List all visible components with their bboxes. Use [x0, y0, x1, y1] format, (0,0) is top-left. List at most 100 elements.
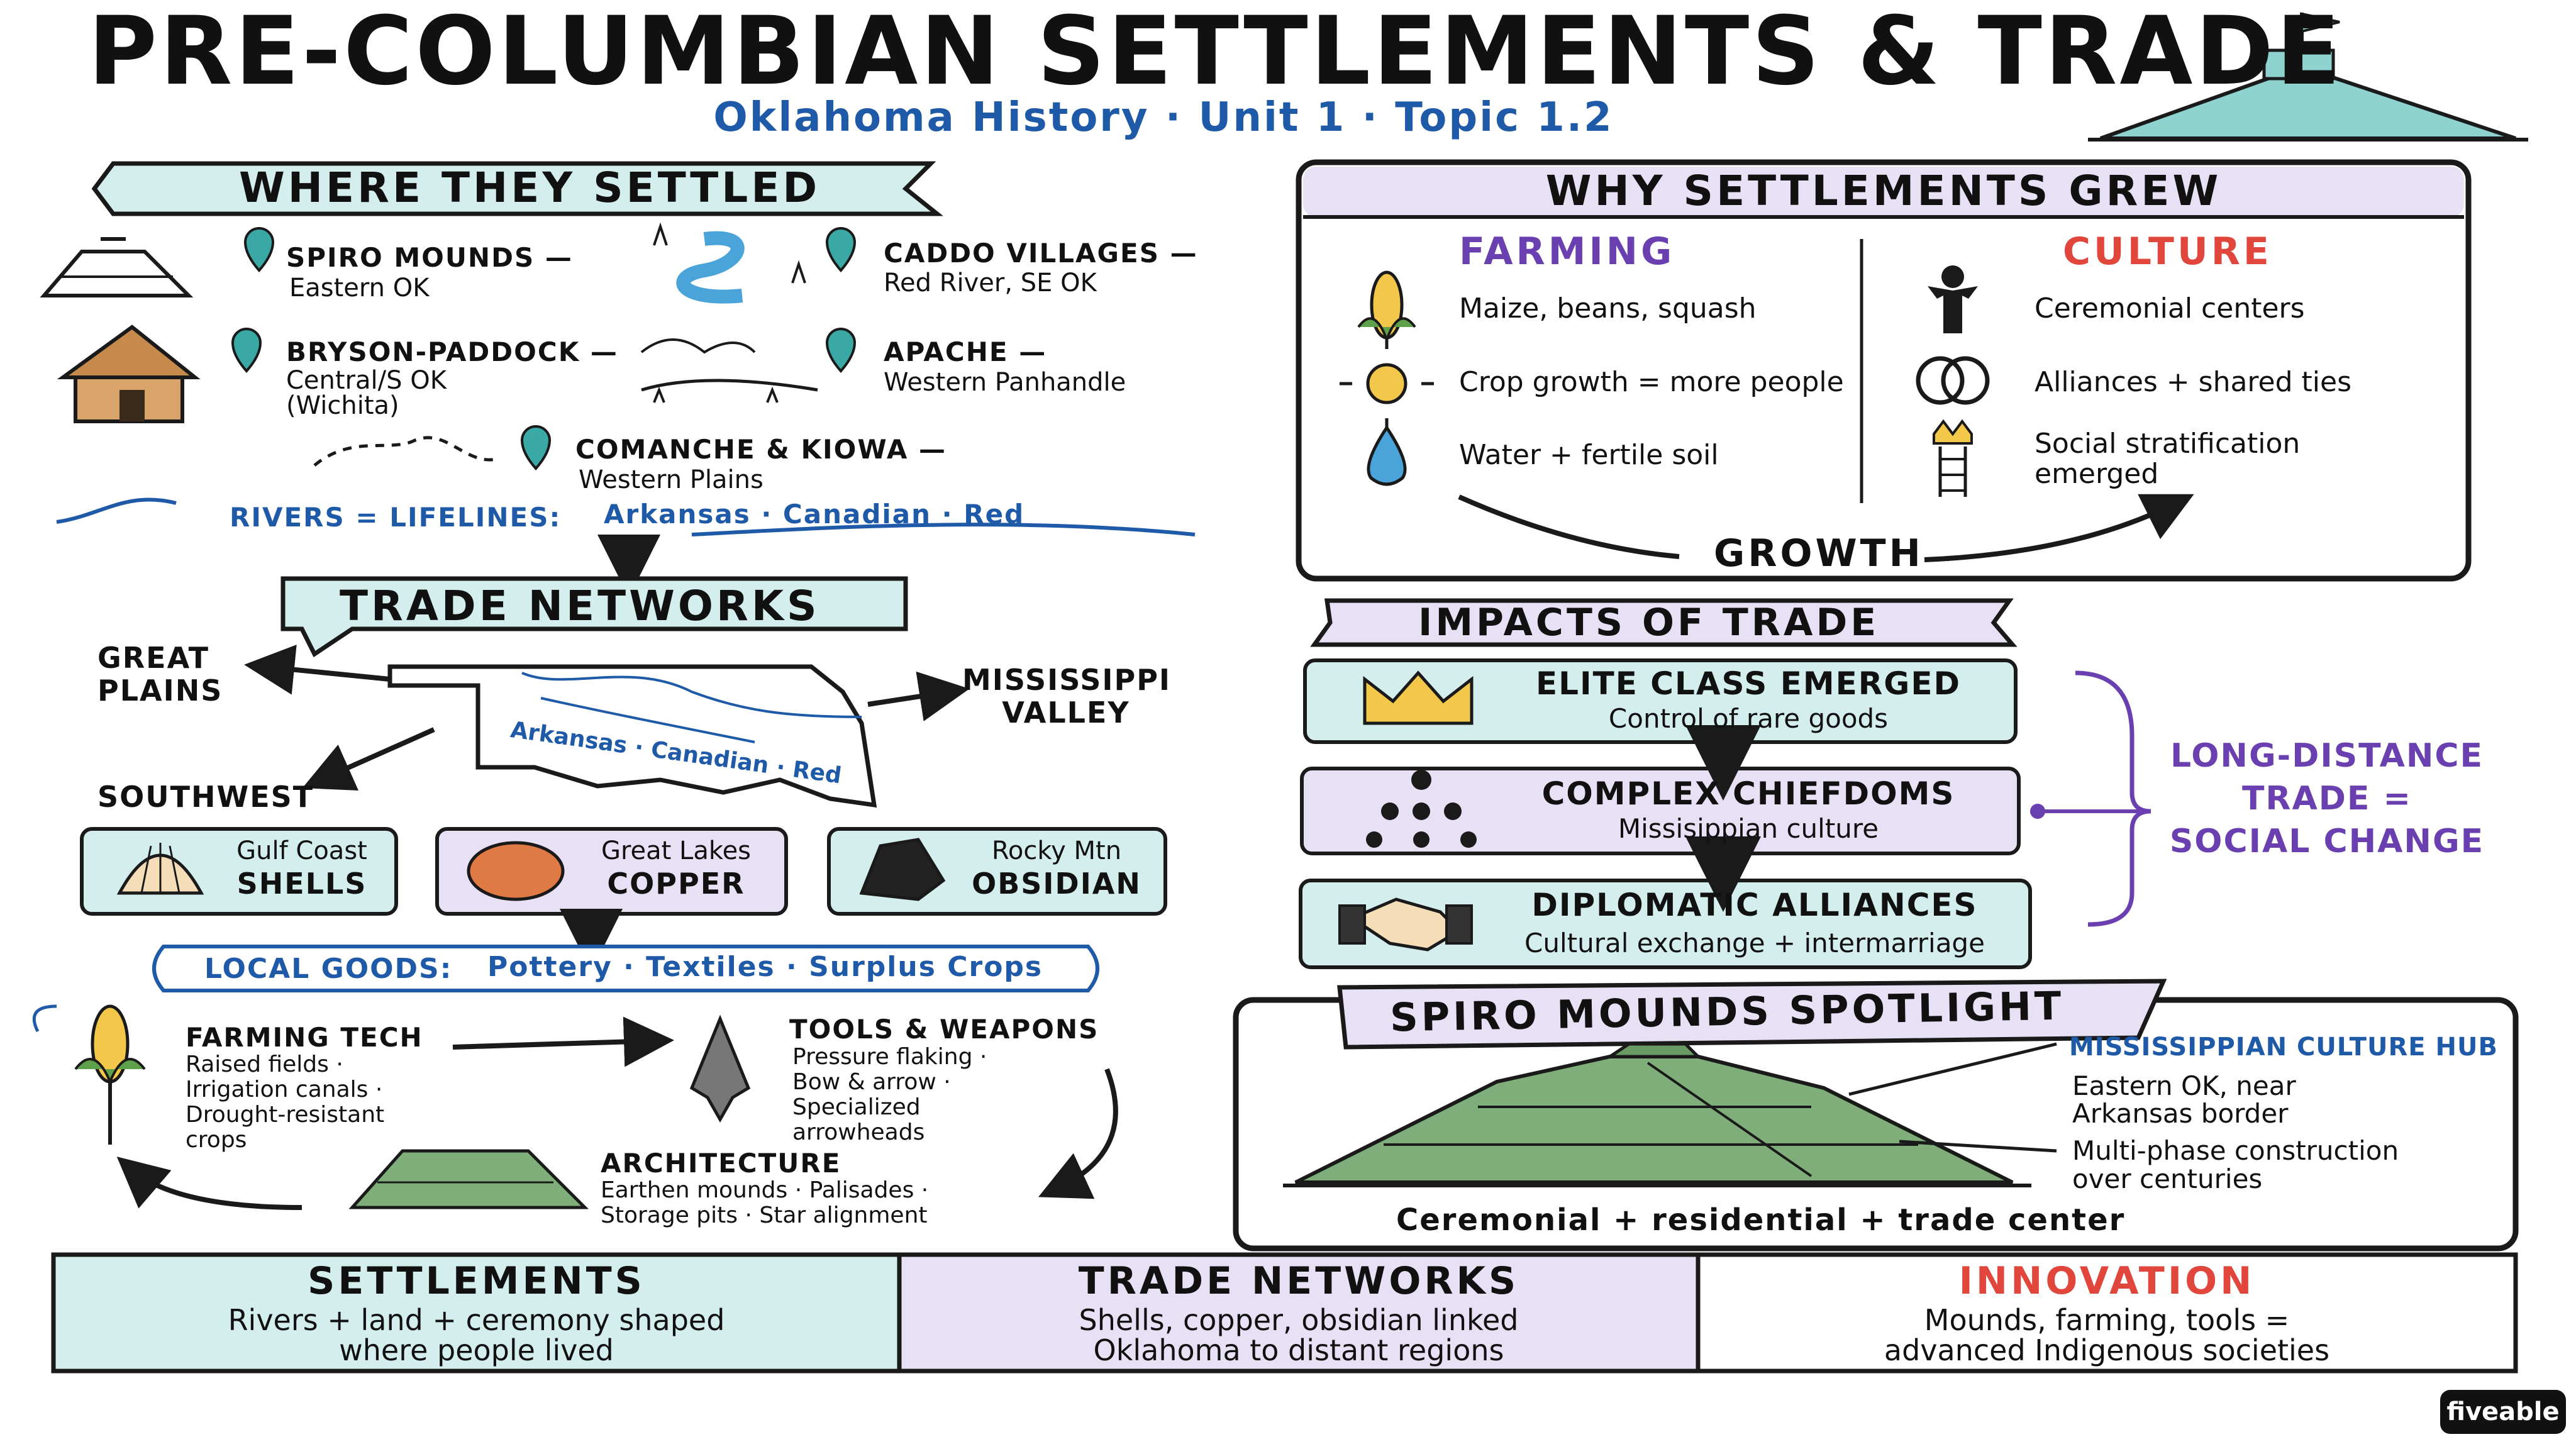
settlement-place: Red River, SE OK	[884, 269, 1097, 297]
impact-step-desc: Control of rare goods	[1608, 703, 1889, 734]
farming-tech-line: Drought-resistant	[186, 1102, 385, 1128]
brand-logo[interactable]: fiveable	[2446, 1397, 2560, 1426]
settlement-name: APACHE —	[884, 336, 1047, 367]
mound-icon	[40, 237, 194, 297]
summary-line: where people lived	[339, 1333, 614, 1367]
architecture-line: Earthen mounds · Palisades ·	[601, 1177, 929, 1203]
culture-item: emerged	[2035, 458, 2159, 490]
mound-small-icon	[348, 1149, 589, 1209]
spiro-line: Arkansas border	[2072, 1098, 2289, 1129]
region-great-plains: GREAT PLAINS	[97, 641, 223, 708]
culture-item: Social stratification	[2035, 428, 2301, 460]
arrowhead-icon	[689, 1014, 751, 1123]
settlement-name: SPIRO MOUNDS —	[286, 242, 573, 273]
pin-icon	[520, 425, 552, 471]
impacts-summary-line: TRADE =	[2241, 780, 2412, 818]
summary-line: advanced Indigenous societies	[1884, 1333, 2330, 1367]
rivers-list: Arkansas · Canadian · Red	[604, 499, 1025, 530]
pin-icon	[825, 328, 857, 374]
rivers-squiggle	[56, 497, 1196, 536]
summary-line: Mounds, farming, tools =	[1924, 1303, 2290, 1337]
trail-icon	[313, 436, 497, 467]
pin-icon	[231, 328, 262, 374]
summary-title-innovation: INNOVATION	[1958, 1259, 2255, 1303]
oklahoma-map-icon	[387, 664, 877, 808]
settlement-place: Western Panhandle	[884, 368, 1126, 397]
summary-box-innovation	[1696, 1252, 2518, 1374]
settlement-note: (Wichita)	[286, 391, 399, 420]
trade-networks-banner	[280, 576, 908, 658]
ladder-crown-icon	[1933, 419, 1973, 497]
goods-origin: Rocky Mtn	[991, 836, 1122, 865]
impact-box-elite	[1303, 658, 2018, 744]
summary-title-trade: TRADE NETWORKS	[1078, 1259, 1519, 1303]
rivers-label: RIVERS = LIFELINES:	[230, 502, 562, 533]
farming-item: Maize, beans, squash	[1459, 292, 1757, 325]
farming-tech-line: crops	[186, 1127, 247, 1153]
summary-box-settlements	[51, 1252, 902, 1374]
goods-item: COPPER	[607, 867, 745, 901]
farming-item: Water + fertile soil	[1459, 439, 1719, 471]
impacts-title: IMPACTS OF TRADE	[1418, 601, 1880, 645]
summary-line: Oklahoma to distant regions	[1093, 1333, 1504, 1367]
why-grew-title: WHY SETTLEMENTS GREW	[1545, 167, 2222, 215]
local-goods-label: LOCAL GOODS:	[204, 953, 453, 985]
summary-box-trade	[897, 1252, 1701, 1374]
culture-item: Ceremonial centers	[2035, 292, 2305, 325]
region-mississippi: MISSISSIPPI VALLEY	[962, 663, 1172, 730]
spiro-caption: Ceremonial + residential + trade center	[1396, 1202, 2126, 1238]
region-southwest: SOUTHWEST	[97, 780, 314, 814]
goods-origin: Great Lakes	[601, 836, 752, 865]
settlement-name: COMANCHE & KIOWA —	[575, 434, 947, 465]
where-settled-banner	[91, 161, 943, 216]
culture-item: Alliances + shared ties	[2035, 366, 2352, 398]
farming-tech-line: Raised fields ·	[186, 1052, 343, 1077]
pin-icon	[243, 227, 275, 273]
farming-item: Crop growth = more people	[1459, 366, 1844, 398]
settlement-place: Central/S OK	[286, 366, 447, 395]
page-subtitle: Oklahoma History · Unit 1 · Topic 1.2	[713, 94, 1614, 141]
spiro-line: Eastern OK, near	[2072, 1070, 2296, 1101]
tools-line: Pressure flaking ·	[792, 1044, 987, 1070]
shell-icon	[116, 843, 204, 895]
goods-item: SHELLS	[236, 867, 367, 901]
water-drop-icon	[1367, 425, 1407, 486]
local-goods-list: Pottery · Textiles · Surplus Crops	[487, 951, 1043, 983]
rings-icon	[1916, 356, 1990, 405]
tools-line: Bow & arrow ·	[792, 1069, 951, 1095]
impact-step-desc: Cultural exchange + intermarriage	[1524, 928, 1985, 958]
impacts-summary-line: LONG-DISTANCE	[2170, 737, 2484, 775]
goods-item: OBSIDIAN	[972, 867, 1141, 901]
copper-icon	[467, 841, 565, 901]
person-icon	[1928, 265, 1978, 333]
impact-box-chiefdoms	[1300, 767, 2021, 855]
impact-box-alliances	[1299, 879, 2032, 969]
page-title: PRE-COLUMBIAN SETTLEMENTS & TRADE	[88, 0, 2343, 106]
tools-title: TOOLS & WEAPONS	[789, 1014, 1099, 1045]
settlement-place: Western Plains	[579, 465, 763, 494]
pin-icon	[825, 227, 857, 273]
impacts-banner	[1310, 598, 2018, 647]
spiro-hub: MISSISSIPPIAN CULTURE HUB	[2069, 1033, 2498, 1062]
goods-origin: Gulf Coast	[236, 836, 367, 865]
impact-step-title: ELITE CLASS EMERGED	[1536, 665, 1961, 702]
handshake-icon	[1338, 897, 1473, 952]
farming-tech-line: Irrigation canals ·	[186, 1077, 383, 1102]
summary-line: Rivers + land + ceremony shaped	[228, 1303, 725, 1337]
hut-icon	[57, 325, 201, 423]
spiro-line: over centuries	[2072, 1163, 2263, 1194]
header-mound-icon	[2088, 12, 2528, 142]
tools-line: arrowheads	[792, 1119, 925, 1145]
trade-networks-title: TRADE NETWORKS	[340, 582, 820, 630]
farming-title: FARMING	[1459, 230, 1675, 274]
local-goods-banner	[152, 945, 1099, 992]
settlement-name: BRYSON-PADDOCK —	[286, 336, 618, 367]
corn-icon	[74, 1004, 146, 1145]
tools-line: Specialized	[792, 1094, 921, 1120]
culture-title: CULTURE	[2063, 230, 2272, 274]
architecture-title: ARCHITECTURE	[601, 1148, 841, 1179]
spiro-mound-icon	[1283, 1042, 2031, 1187]
brand-badge	[2440, 1390, 2566, 1434]
impact-step-title: DIPLOMATIC ALLIANCES	[1531, 887, 1978, 923]
